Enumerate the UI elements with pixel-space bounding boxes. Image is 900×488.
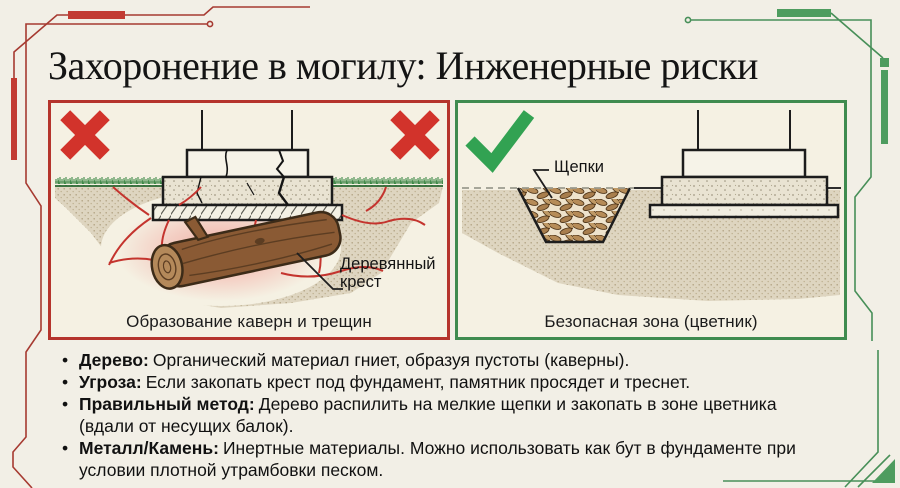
list-item: Правильный метод:Дерево распилить на мел… <box>60 393 888 437</box>
risk-caption: Образование каверн и трещин <box>126 312 372 331</box>
list-item: Угроза:Если закопать крест под фундамент… <box>60 371 888 393</box>
list-item: Дерево:Органический материал гниет, обра… <box>60 349 888 371</box>
x-mark-icon <box>60 110 110 160</box>
page-title: Захоронение в могилу: Инженерные риски <box>48 43 758 88</box>
wood-knot <box>254 237 265 245</box>
safe-caption: Безопасная зона (цветник) <box>544 312 758 331</box>
monument-base <box>161 175 334 207</box>
red-bar-side <box>11 78 17 160</box>
green-square <box>880 58 889 67</box>
monument-base <box>660 175 829 207</box>
buried-wooden-log <box>150 210 342 290</box>
bullet-term: Правильный метод: <box>79 394 255 414</box>
wood-chips-label: Щепки <box>554 158 605 176</box>
callout-leader-line <box>296 252 343 290</box>
risk-notes-list: Дерево:Органический материал гниет, обра… <box>60 349 888 481</box>
foundation-slab <box>648 203 840 219</box>
wooden-cross-label: Деревянный крест <box>340 255 436 292</box>
red-bar-top <box>68 11 125 19</box>
callout-leader-line <box>532 169 553 199</box>
monument-block <box>185 148 310 179</box>
log-branch-stub <box>183 215 210 242</box>
bullet-text: Если закопать крест под фундамент, памят… <box>145 372 691 392</box>
bullet-text: Органический материал гниет, образуя пус… <box>152 350 630 370</box>
bullet-text: Дерево распилить на мелкие щепки и закоп… <box>79 394 777 436</box>
wood-grain <box>181 218 335 277</box>
check-mark-icon <box>465 110 535 173</box>
bad-burial-illustration <box>55 110 443 308</box>
monument-cracks <box>196 149 289 206</box>
green-bar-top <box>777 9 831 17</box>
safe-burial-illustration <box>462 110 841 301</box>
panel-safe: Щепки Безопасная зона (цветник) <box>455 100 847 340</box>
bullet-term: Угроза: <box>79 372 142 392</box>
wood-chips-pit <box>516 187 632 244</box>
bullet-text: Инертные материалы. Можно использовать к… <box>79 438 796 480</box>
green-bar-side <box>881 70 888 144</box>
panel-risk: Деревянный крест Образование каверн и тр… <box>48 100 450 340</box>
monument-block <box>681 148 807 179</box>
bullet-term: Дерево: <box>79 350 149 370</box>
list-item: Металл/Камень:Инертные материалы. Можно … <box>60 437 888 481</box>
bullet-term: Металл/Камень: <box>79 438 219 458</box>
intact-monument <box>648 110 840 219</box>
x-mark-icon <box>390 110 440 160</box>
